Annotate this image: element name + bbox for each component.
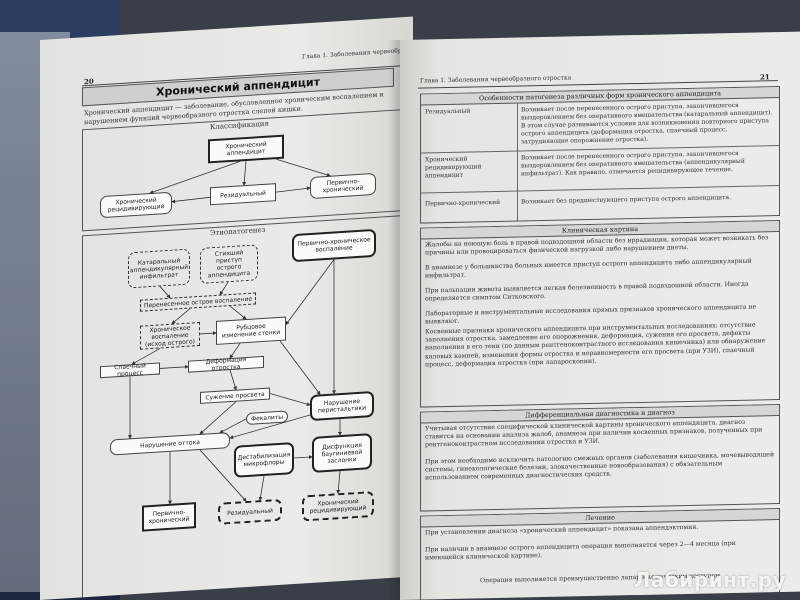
arrow-narrowing-peristalsis: [269, 393, 311, 407]
forms-row-2-form: Хронический рецидивирующий аппендицит: [425, 155, 482, 180]
treatment-para-2: При наличии в анамнезе острого аппендици…: [425, 539, 736, 562]
arrow-microflora-bauhin: [294, 455, 313, 460]
clinical-para-5: Косвенные признаки хронического аппендиц…: [425, 321, 766, 369]
left-page: Глава 1. Заболевания червеобразного отро…: [40, 16, 413, 600]
arrow-chronic-adhesions: [131, 348, 161, 365]
arrow-attack-acute: [219, 281, 229, 296]
arrow-lymph-acute: [159, 286, 171, 299]
arrow-root-residual: [242, 161, 247, 186]
clinical-para-2: В анамнезе у большинства больных имеется…: [425, 257, 752, 280]
arrow-narrowing-outflow: [199, 401, 237, 435]
arrow-outflow-residual: [199, 449, 247, 502]
differential-section: Дифференциальная диагностика и диагноз У…: [420, 404, 780, 512]
arrow-primary-scar: [285, 259, 335, 326]
forms-row-sep-2: [421, 185, 779, 194]
forms-row-3-form: Первично-хронический: [425, 198, 501, 208]
arrow-microflora-residual: [258, 475, 265, 501]
clinical-section: Клиническая картина Жалобы на ноющую бол…: [420, 220, 780, 408]
forms-row-1-text: Возникает после перенесенного острого пр…: [521, 101, 773, 146]
forms-row-1-form: Резидуальный: [425, 107, 471, 116]
arrow-acute-chronic: [171, 308, 191, 325]
forms-table: Особенности патогенеза различных форм хр…: [420, 86, 780, 224]
arrow-residual-primary: [275, 186, 311, 193]
right-running-header: Глава 1. Заболевания червеобразного отро…: [420, 74, 572, 85]
arrow-peristalsis-outflow: [229, 414, 311, 440]
labirint-watermark: Лабиринт.ру: [633, 568, 786, 592]
forms-table-divider: [517, 102, 518, 221]
arrow-residual-recurrent: [171, 196, 211, 204]
arrow-scar-peristalsis: [279, 340, 321, 396]
arrow-root-recurrent: [149, 161, 241, 194]
arrow-acute-scar: [229, 305, 247, 320]
open-book: Глава 1. Заболевания червеобразного отро…: [20, 16, 800, 600]
arrow-deformation-narrowing: [229, 369, 237, 391]
arrow-bauhin-recurrent: [336, 471, 341, 495]
arrow-scar-deformation: [229, 343, 241, 359]
arrow-root-primary: [275, 158, 331, 177]
arrow-chronic-scar: [200, 331, 217, 336]
right-page: Глава 1. Заболевания червеобразного отро…: [400, 31, 800, 600]
arrow-fecaliths-outflow: [219, 418, 247, 434]
arrow-adhesions-deformation: [160, 364, 189, 369]
forms-row-2-text: Возникает после перенесенного острого пр…: [521, 149, 745, 178]
forms-row-3-text: Возникает без предшествующего приступа о…: [521, 194, 731, 206]
clinical-para-3: При пальпации живота выявляется легкая б…: [425, 280, 749, 303]
differential-para-1: Учитывая отсутствие специфической клинич…: [425, 418, 763, 449]
differential-para-2: При этом необходимо исключить патологию …: [425, 451, 775, 482]
diagram-arrows: [128, 158, 342, 505]
